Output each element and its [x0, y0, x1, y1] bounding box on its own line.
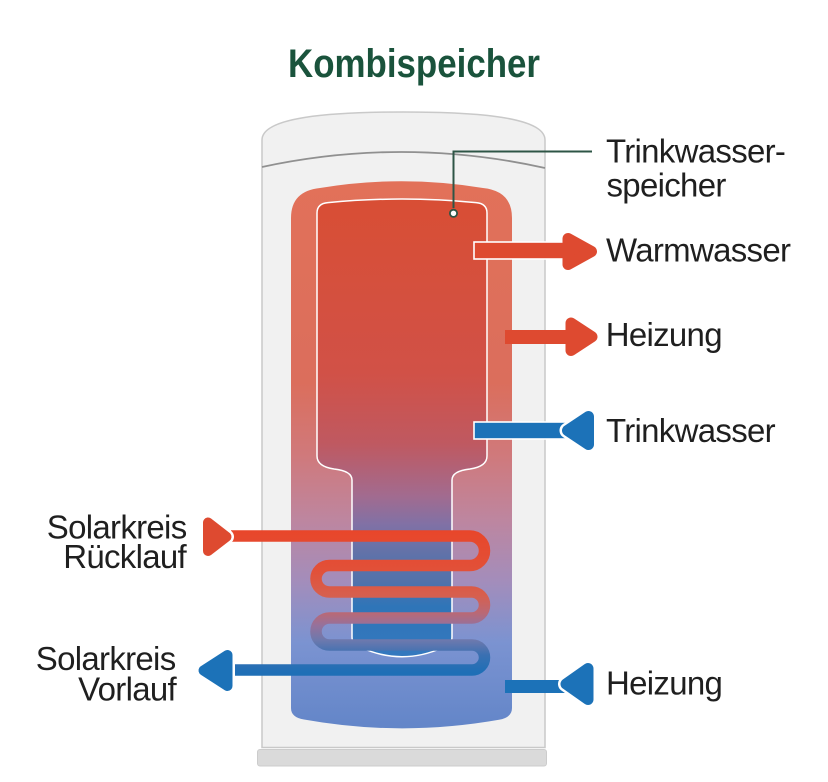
svg-text:Heizung: Heizung — [606, 316, 722, 353]
svg-text:Solarkreis: Solarkreis — [36, 640, 176, 677]
svg-text:Kombispeicher: Kombispeicher — [288, 42, 540, 86]
svg-text:Warmwasser: Warmwasser — [606, 232, 791, 269]
svg-text:Trinkwasser: Trinkwasser — [606, 412, 776, 449]
svg-text:Trinkwasser-: Trinkwasser- — [606, 133, 785, 170]
svg-text:Rücklauf: Rücklauf — [63, 538, 187, 575]
svg-text:Heizung: Heizung — [606, 665, 722, 702]
svg-text:Vorlauf: Vorlauf — [78, 670, 177, 707]
svg-text:speicher: speicher — [607, 167, 727, 204]
svg-text:Solarkreis: Solarkreis — [47, 509, 187, 546]
